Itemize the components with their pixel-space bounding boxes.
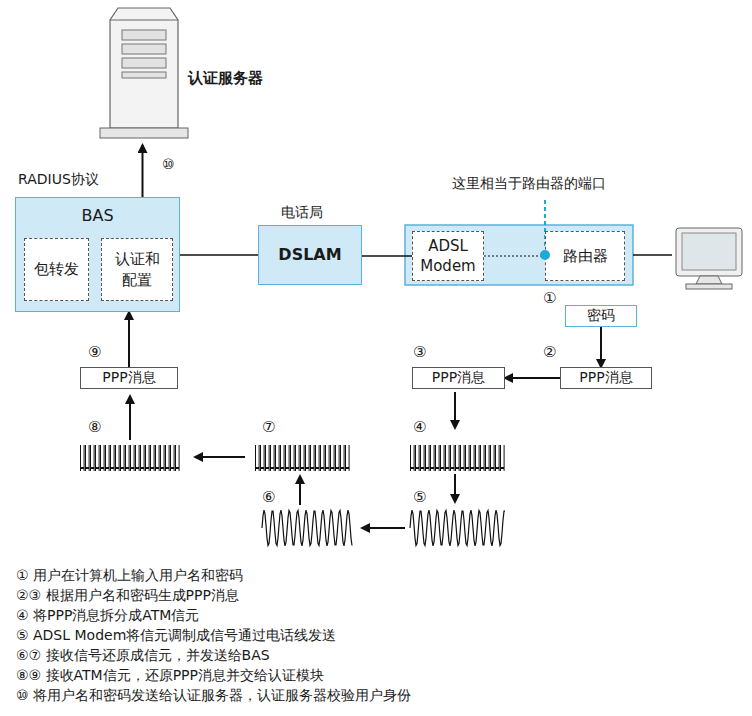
connector bbox=[128, 312, 130, 367]
note-line: ① 用户在计算机上输入用户名和密码 bbox=[16, 567, 243, 585]
node-text: BAS bbox=[16, 206, 179, 225]
note-line: ④ 将PPP消息拆分成ATM信元 bbox=[16, 607, 199, 625]
callout-text: 这里相当于路由器的端口 bbox=[452, 175, 606, 193]
connector bbox=[362, 255, 412, 257]
callout-number: ② bbox=[543, 343, 556, 361]
cpe-box bbox=[405, 225, 633, 285]
connector bbox=[142, 145, 144, 197]
node-box: 认证和 配置 bbox=[101, 238, 173, 301]
port-dot bbox=[540, 250, 550, 260]
node-text: 包转发 bbox=[34, 260, 79, 279]
callout-number: ⑤ bbox=[413, 488, 426, 506]
callout-number: ⑦ bbox=[262, 418, 275, 436]
node-text: 电话局 bbox=[281, 204, 323, 222]
atm-cells bbox=[410, 445, 505, 471]
callout-number: ⑨ bbox=[88, 343, 101, 361]
node-text: PPP消息 bbox=[579, 369, 632, 387]
node-text: 密码 bbox=[587, 307, 615, 325]
connector bbox=[484, 256, 545, 257]
note-line: ⑤ ADSL Modem将信元调制成信号通过电话线发送 bbox=[16, 627, 336, 645]
note-line: ⑧⑨ 接收ATM信元，还原PPP消息并交给认证模块 bbox=[16, 667, 324, 685]
callout-number: ⑩ bbox=[162, 156, 175, 172]
node-box: 路由器 bbox=[545, 231, 625, 281]
node-box: 密码 bbox=[565, 305, 637, 327]
callout-number: ③ bbox=[413, 343, 426, 361]
node-box: 电话局DSLAM bbox=[258, 225, 362, 285]
node-box: BAS 包转发 认证和 配置 bbox=[15, 197, 180, 312]
note-line: ⑥⑦ 接收信号还原成信元，并发送给BAS bbox=[16, 647, 270, 665]
node-box: 认证服务器 bbox=[105, 5, 305, 145]
signal-wave bbox=[262, 510, 352, 546]
node-text: DSLAM bbox=[259, 226, 361, 283]
node-text: 路由器 bbox=[563, 247, 608, 266]
node-text: PPP消息 bbox=[102, 369, 155, 387]
node-text: PPP消息 bbox=[432, 369, 485, 387]
node-text: 认证和 配置 bbox=[112, 249, 162, 290]
callout-number: ⑧ bbox=[88, 418, 101, 436]
note-line: ⑩ 将用户名和密码发送给认证服务器，认证服务器校验用户身份 bbox=[16, 687, 411, 705]
connector bbox=[180, 254, 258, 256]
node-box: 包转发 bbox=[24, 238, 89, 301]
atm-cells bbox=[255, 445, 350, 471]
node-box: PPP消息 bbox=[80, 367, 178, 389]
lan-wire bbox=[633, 254, 672, 256]
flow-arrows bbox=[130, 392, 455, 528]
node-text: ADSL Modem bbox=[418, 236, 478, 277]
callout-number: ④ bbox=[413, 418, 426, 436]
connector bbox=[600, 327, 602, 367]
atm-cells bbox=[80, 445, 180, 471]
node-box: PPP消息 bbox=[412, 367, 505, 389]
node-box: ADSL Modem bbox=[412, 231, 484, 281]
callout-number: ⑥ bbox=[262, 488, 275, 506]
protocol-label: RADIUS协议 bbox=[18, 171, 99, 189]
node-text: 认证服务器 bbox=[188, 69, 263, 88]
node-box: PPP消息 bbox=[560, 367, 652, 389]
callout-number: ① bbox=[543, 289, 556, 307]
signal-wave bbox=[410, 510, 505, 546]
connector bbox=[505, 377, 560, 379]
computer-icon bbox=[676, 228, 742, 289]
server-icon bbox=[100, 8, 188, 138]
note-line: ②③ 根据用户名和密码生成PPP消息 bbox=[16, 587, 239, 605]
